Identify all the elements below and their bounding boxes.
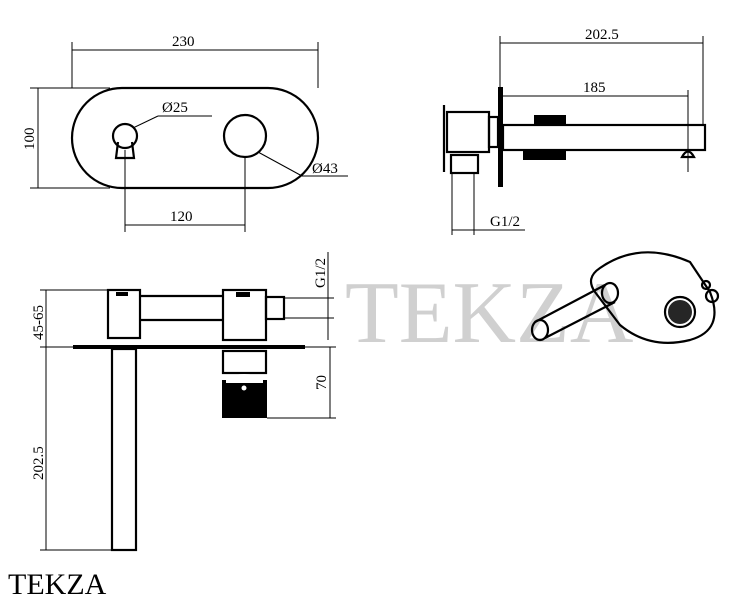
wall-plate <box>498 87 503 187</box>
spout <box>501 123 707 152</box>
dim-projection: 45-65 <box>31 305 47 340</box>
dim-body-depth: 70 <box>314 375 330 390</box>
watermark: TEKZA <box>345 265 633 362</box>
dim-large-diameter: Ø43 <box>312 161 338 177</box>
wall-plate-line <box>73 345 305 349</box>
isometric-view <box>530 251 720 344</box>
dim-top-inlet: G1/2 <box>313 258 329 288</box>
dim-spacing: 120 <box>170 209 193 225</box>
iso-cover-plate <box>589 251 716 344</box>
dim-side-inlet: G1/2 <box>490 214 520 230</box>
spout-top <box>110 347 138 552</box>
side-view: G1/2 202.5 185 <box>442 27 707 235</box>
dim-total-length: 202.5 <box>585 27 619 43</box>
dim-spout-length: 185 <box>583 80 606 96</box>
dim-small-diameter: Ø25 <box>162 100 188 116</box>
large-knob-circle <box>222 113 268 159</box>
dim-top-spout-length: 202.5 <box>31 446 47 480</box>
dim-width: 230 <box>172 34 195 50</box>
front-view: 230 100 Ø25 Ø43 120 <box>22 34 348 232</box>
top-view: 45-65 202.5 70 G1/2 <box>31 252 336 552</box>
cover-plate-outline <box>70 86 320 190</box>
small-handle-circle <box>111 122 139 150</box>
dim-height: 100 <box>22 128 38 151</box>
brand-logo: TEKZA <box>8 568 107 600</box>
